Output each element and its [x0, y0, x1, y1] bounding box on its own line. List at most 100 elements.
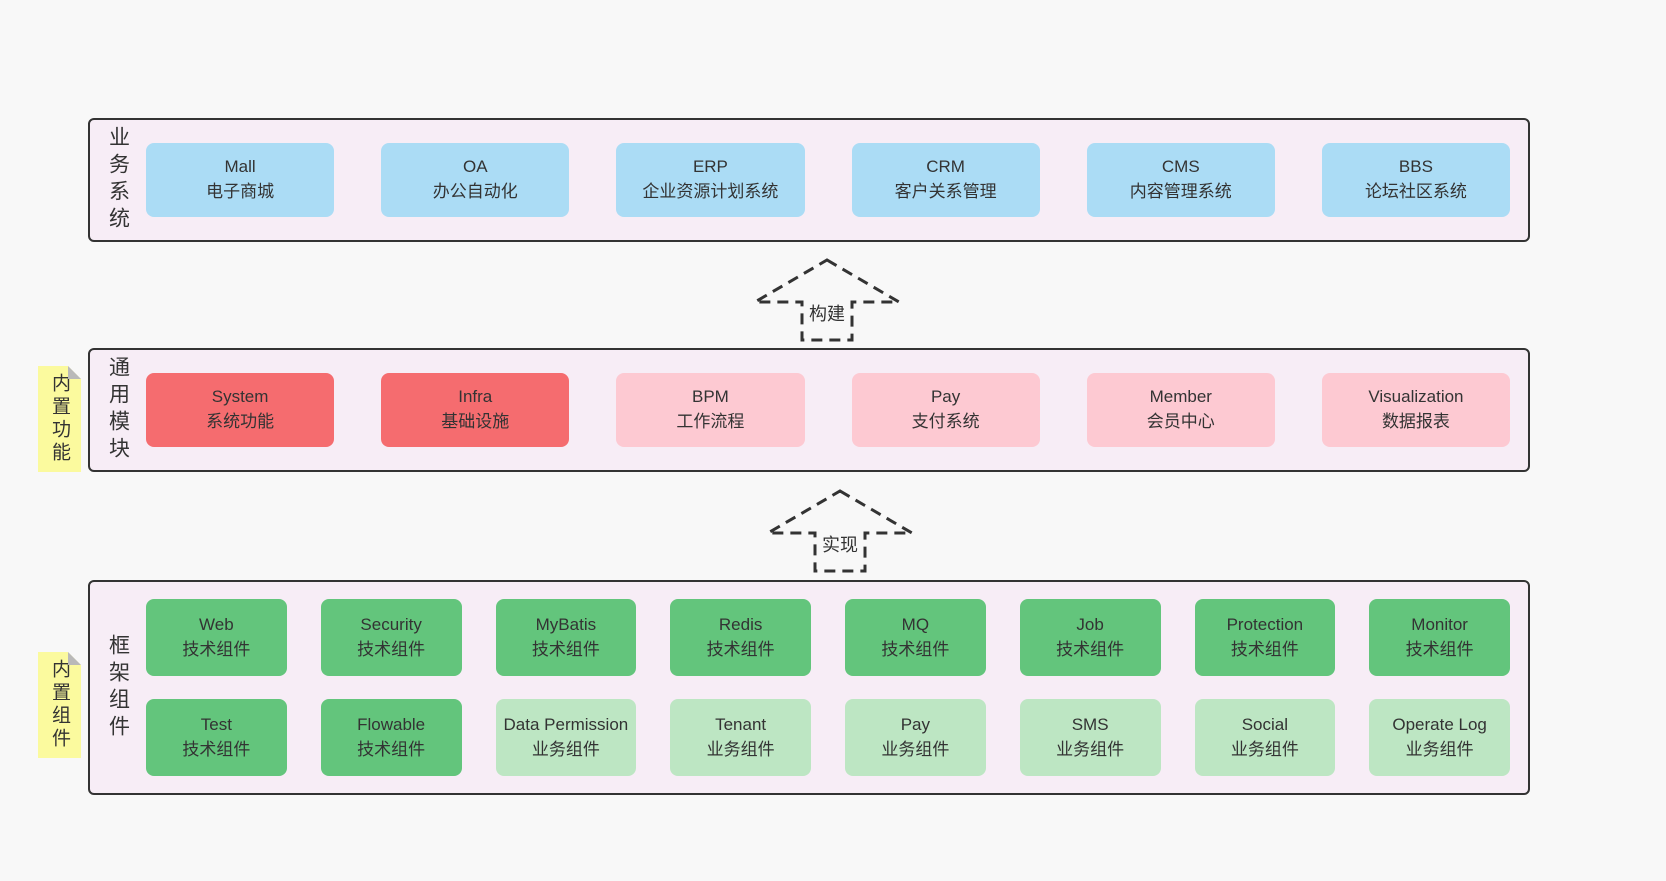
box-title: ERP — [692, 157, 728, 177]
arrow-label: 实现 — [822, 535, 858, 555]
box-title: SMS — [1071, 714, 1109, 734]
box-subtitle: 技术组件 — [706, 639, 775, 659]
box-security: Security 技术组件 — [320, 599, 462, 676]
box-subtitle: 技术组件 — [1230, 639, 1299, 659]
band-common-modules: 通用模块 System 系统功能 Infra 基础设施 BPM 工作流程 Pay… — [88, 348, 1530, 472]
box-title: Mall — [224, 157, 256, 177]
band-label: 通用模块 — [90, 350, 146, 470]
box-subtitle: 办公自动化 — [432, 182, 518, 201]
box-subtitle: 技术组件 — [881, 639, 950, 659]
box-subtitle: 技术组件 — [182, 739, 251, 759]
box-title: Member — [1149, 387, 1212, 407]
sticky-note-text: 内置组件 — [49, 659, 70, 751]
band-label: 业务系统 — [90, 120, 146, 240]
box-title: Test — [200, 714, 232, 734]
box-subtitle: 电子商城 — [206, 182, 275, 201]
box-title: Web — [199, 614, 234, 634]
box-subtitle: 业务组件 — [1405, 739, 1474, 759]
box-member: Member 会员中心 — [1086, 373, 1275, 447]
box-redis: Redis 技术组件 — [670, 599, 811, 676]
band-label-text: 框架组件 — [106, 633, 130, 742]
box-title: Monitor — [1411, 614, 1468, 634]
folded-corner-icon — [68, 366, 81, 379]
box-crm: CRM 客户关系管理 — [851, 143, 1040, 217]
box-subtitle: 业务组件 — [531, 739, 600, 759]
band-label-text: 业务系统 — [106, 126, 130, 234]
box-subtitle: 基础设施 — [441, 412, 510, 431]
box-web: Web 技术组件 — [146, 599, 287, 676]
box-infra: Infra 基础设施 — [381, 373, 570, 447]
box-bpm: BPM 工作流程 — [616, 373, 805, 447]
box-title: Job — [1076, 614, 1104, 634]
box-pay-component: Pay 业务组件 — [845, 699, 986, 776]
box-subtitle: 业务组件 — [1230, 739, 1299, 759]
box-monitor: Monitor 技术组件 — [1369, 599, 1510, 676]
box-pay-system: Pay 支付系统 — [851, 373, 1040, 447]
box-title: Pay — [900, 714, 931, 734]
box-subtitle: 业务组件 — [1056, 739, 1125, 759]
box-bbs: BBS 论坛社区系统 — [1321, 143, 1511, 217]
box-subtitle: 企业资源计划系统 — [642, 182, 779, 201]
box-subtitle: 客户关系管理 — [894, 182, 997, 201]
box-subtitle: 系统功能 — [206, 412, 275, 431]
box-subtitle: 技术组件 — [531, 639, 600, 659]
sticky-note-built-in-components: 内置组件 — [38, 652, 81, 758]
band-boxes: Mall 电子商城 OA 办公自动化 ERP 企业资源计划系统 CRM 客户关系… — [146, 143, 1528, 217]
box-visualization: Visualization 数据报表 — [1321, 373, 1511, 447]
box-test: Test 技术组件 — [146, 699, 287, 776]
band-framework-components: 框架组件 Web 技术组件 Security 技术组件 MyBatis 技术组件… — [88, 580, 1530, 795]
band-boxes-grid: Web 技术组件 Security 技术组件 MyBatis 技术组件 Redi… — [146, 599, 1528, 776]
box-oa: OA 办公自动化 — [381, 143, 570, 217]
box-subtitle: 数据报表 — [1381, 412, 1450, 431]
box-title: Visualization — [1368, 387, 1464, 407]
box-title: Tenant — [715, 714, 767, 734]
box-title: CMS — [1161, 157, 1200, 177]
box-title: System — [211, 387, 269, 407]
arrow-implement: 实现 — [765, 488, 915, 574]
box-title: BPM — [692, 387, 729, 407]
box-title: Social — [1241, 714, 1289, 734]
box-title: Pay — [930, 387, 961, 407]
box-subtitle: 论坛社区系统 — [1364, 182, 1467, 201]
box-subtitle: 技术组件 — [1405, 639, 1474, 659]
box-title: Protection — [1226, 614, 1304, 634]
box-title: CRM — [926, 157, 965, 177]
box-system: System 系统功能 — [146, 373, 335, 447]
dashed-up-arrow-icon — [765, 489, 915, 573]
box-job: Job 技术组件 — [1019, 599, 1161, 676]
box-subtitle: 技术组件 — [182, 639, 251, 659]
box-mybatis: MyBatis 技术组件 — [495, 599, 637, 676]
band-boxes: System 系统功能 Infra 基础设施 BPM 工作流程 Pay 支付系统… — [146, 373, 1528, 447]
box-subtitle: 业务组件 — [881, 739, 950, 759]
folded-corner-icon — [68, 652, 81, 665]
box-erp: ERP 企业资源计划系统 — [616, 143, 805, 217]
box-flowable: Flowable 技术组件 — [320, 699, 462, 776]
box-subtitle: 业务组件 — [706, 739, 775, 759]
box-subtitle: 会员中心 — [1146, 412, 1215, 431]
band-label-text: 通用模块 — [106, 356, 130, 464]
dashed-up-arrow-icon — [752, 258, 902, 342]
box-mall: Mall 电子商城 — [146, 143, 335, 217]
box-title: Redis — [718, 614, 763, 634]
box-sms: SMS 业务组件 — [1019, 699, 1161, 776]
box-title: Data Permission — [503, 714, 629, 734]
box-title: Infra — [458, 387, 493, 407]
band-label: 框架组件 — [90, 582, 146, 793]
box-title: Flowable — [357, 714, 426, 734]
box-social: Social 业务组件 — [1194, 699, 1336, 776]
arrow-label: 构建 — [809, 304, 845, 324]
box-subtitle: 技术组件 — [1056, 639, 1125, 659]
box-subtitle: 技术组件 — [357, 739, 426, 759]
box-mq: MQ 技术组件 — [845, 599, 986, 676]
box-cms: CMS 内容管理系统 — [1086, 143, 1275, 217]
box-operate-log: Operate Log 业务组件 — [1369, 699, 1510, 776]
box-title: OA — [462, 157, 488, 177]
band-business-systems: 业务系统 Mall 电子商城 OA 办公自动化 ERP 企业资源计划系统 CRM… — [88, 118, 1530, 242]
box-title: MQ — [901, 614, 930, 634]
box-data-permission: Data Permission 业务组件 — [495, 699, 637, 776]
box-title: BBS — [1398, 157, 1433, 177]
sticky-note-built-in-functions: 内置功能 — [38, 366, 81, 472]
box-subtitle: 内容管理系统 — [1129, 182, 1232, 201]
box-title: Security — [360, 614, 422, 634]
